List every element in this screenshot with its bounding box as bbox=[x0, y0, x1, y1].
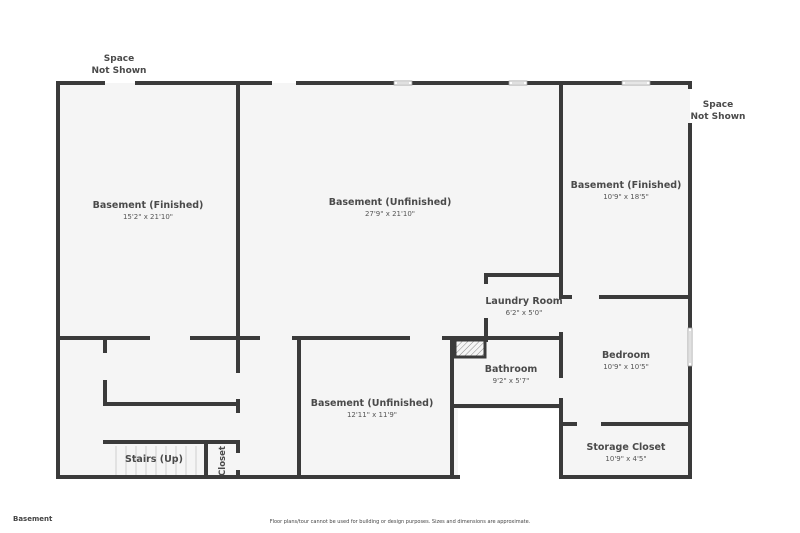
room-dims: 6'2" x 5'0" bbox=[505, 309, 543, 317]
mechanical-chase bbox=[453, 338, 487, 359]
room-dims: 9'2" x 5'7" bbox=[492, 377, 530, 385]
floor-fill bbox=[58, 83, 690, 477]
room-name: Bathroom bbox=[484, 364, 538, 375]
space-not-shown-note-right: Space Not Shown bbox=[691, 99, 746, 123]
room-label-basement-unfinished-main: Basement (Unfinished) 27'9" x 21'10" bbox=[329, 197, 452, 219]
room-name: Laundry Room bbox=[485, 296, 563, 307]
note-line: Not Shown bbox=[91, 66, 147, 76]
room-name: Basement (Finished) bbox=[92, 200, 204, 211]
room-name: Bedroom bbox=[601, 350, 651, 361]
stairs-treads bbox=[115, 446, 197, 477]
room-name: Storage Closet bbox=[586, 442, 666, 453]
note-line: Space bbox=[103, 54, 135, 64]
room-label-stairs: Stairs (Up) bbox=[125, 454, 183, 466]
room-label-bathroom: Bathroom 9'2" x 5'7" bbox=[485, 364, 538, 386]
note-line: Space bbox=[702, 100, 734, 110]
room-dims: 10'9" x 10'5" bbox=[603, 363, 649, 371]
room-dims: 27'9" x 21'10" bbox=[364, 210, 416, 218]
room-label-basement-finished-right: Basement (Finished) 10'9" x 18'5" bbox=[571, 180, 682, 202]
floor-label: Basement bbox=[13, 515, 53, 523]
room-dims: 12'11" x 11'9" bbox=[346, 411, 398, 419]
room-label-closet: Closet bbox=[218, 446, 228, 476]
room-label-bedroom: Bedroom 10'9" x 10'5" bbox=[602, 350, 650, 372]
walls bbox=[56, 81, 692, 479]
space-not-shown-note-top: Space Not Shown bbox=[92, 53, 147, 77]
room-label-basement-finished-left: Basement (Finished) 15'2" x 21'10" bbox=[93, 200, 204, 222]
room-label-basement-unfinished-small: Basement (Unfinished) 12'11" x 11'9" bbox=[311, 398, 434, 420]
room-dims: 10'9" x 18'5" bbox=[603, 193, 649, 201]
room-name: Basement (Unfinished) bbox=[328, 197, 452, 208]
room-name: Stairs (Up) bbox=[125, 454, 183, 465]
room-dims: 15'2" x 21'10" bbox=[122, 213, 174, 221]
room-dims: 10'9" x 4'5" bbox=[605, 455, 647, 463]
note-line: Not Shown bbox=[690, 112, 746, 122]
room-name: Basement (Unfinished) bbox=[310, 398, 434, 409]
window-panes bbox=[397, 82, 691, 363]
room-name: Basement (Finished) bbox=[570, 180, 682, 191]
room-label-laundry: Laundry Room 6'2" x 5'0" bbox=[485, 296, 562, 318]
disclaimer-text: Floor plans/tour cannot be used for buil… bbox=[269, 519, 531, 525]
room-label-storage-closet: Storage Closet 10'9" x 4'5" bbox=[587, 442, 666, 464]
